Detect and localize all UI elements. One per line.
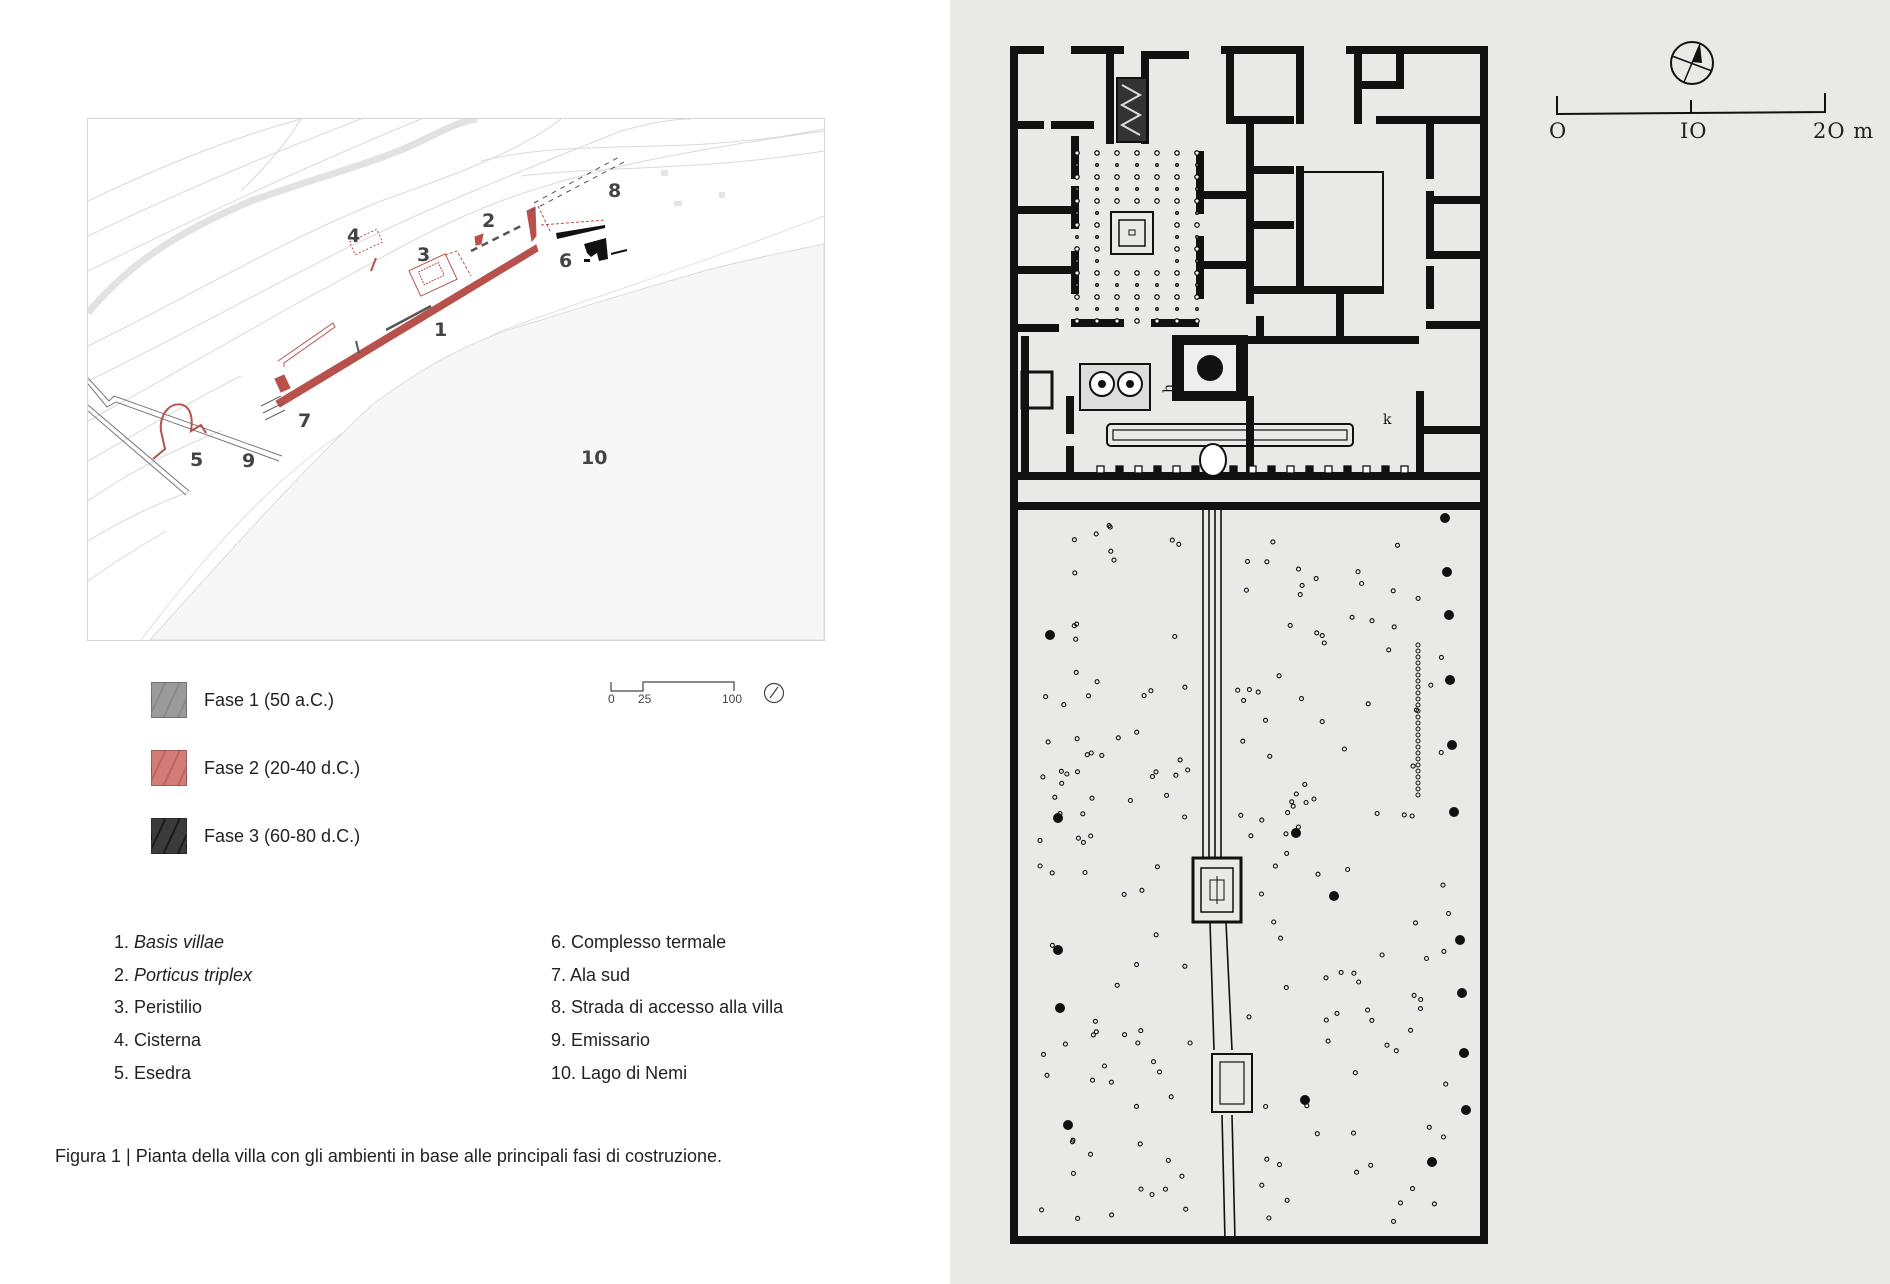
key-item: 1. Basis villae (114, 932, 225, 952)
legend-item-phase-2: Fase 2 (20-40 d.C.) (151, 749, 360, 787)
map-greyed-blocks (661, 170, 725, 206)
road-band (88, 119, 478, 316)
map-label-2: 2 (482, 210, 495, 232)
map-label-8: 8 (608, 180, 621, 202)
legend-label: Fase 2 (20-40 d.C.) (204, 757, 361, 778)
key-item: 7. Ala sud (551, 964, 631, 985)
key-list-left: 1. Basis villae 2. Porticus triplex 3. P… (114, 926, 252, 1090)
scale-tick-100: 100 (722, 692, 742, 706)
key-item: 2. Porticus triplex (114, 964, 253, 985)
map-scale-bar: 0 25 100 (608, 681, 785, 706)
lake (149, 243, 824, 640)
map-label-1: 1 (434, 319, 447, 341)
key-list-right: 6. Complesso termale 7. Ala sud 8. Strad… (551, 926, 783, 1090)
legend-label: Fase 3 (60-80 d.C.) (204, 825, 361, 846)
legend-item-phase-1: Fase 1 (50 a.C.) (151, 681, 334, 719)
esedra (152, 403, 207, 460)
map-label-10: 10 (581, 447, 607, 469)
key-item: 8. Strada di accesso alla villa (551, 997, 784, 1018)
key-item: 9. Emissario (551, 1030, 651, 1051)
site-map: 1 2 3 4 5 6 7 8 9 10 (87, 118, 825, 641)
map-label-6: 6 (559, 250, 572, 272)
key-item: 4. Cisterna (114, 1030, 202, 1051)
site-map-drawing: 1 2 3 4 5 6 7 8 9 10 (88, 119, 824, 640)
phase3-structures (556, 225, 628, 262)
plan-plate (950, 0, 1890, 1284)
key-item: 5. Esedra (114, 1062, 192, 1083)
map-label-3: 3 (417, 244, 430, 266)
map-label-9: 9 (242, 450, 255, 472)
legend-swatch-phase-3 (151, 818, 187, 854)
legend-item-phase-3: Fase 3 (60-80 d.C.) (151, 817, 360, 855)
figure-panel: 1 2 3 4 5 6 7 8 9 10 Fase 1 (50 a.C.) Fa… (55, 118, 825, 1166)
legend-swatch-phase-2 (151, 750, 187, 786)
key-item: 10. Lago di Nemi (551, 1062, 688, 1083)
map-label-4: 4 (347, 225, 360, 247)
contour-lines (88, 119, 824, 582)
legend-label: Fase 1 (50 a.C.) (204, 689, 335, 710)
figure-caption: Figura 1 | Pianta della villa con gli am… (55, 1146, 723, 1166)
emissario-channel (88, 377, 283, 496)
map-label-5: 5 (190, 449, 203, 471)
scale-tick-0: 0 (608, 692, 615, 706)
key-item: 6. Complesso termale (551, 932, 727, 952)
scale-tick-25: 25 (638, 692, 652, 706)
legend-swatch-phase-1 (151, 682, 187, 718)
phase2-structures (274, 205, 606, 408)
phase1-structures (260, 155, 627, 421)
map-label-7: 7 (298, 410, 311, 432)
key-item: 3. Peristilio (114, 997, 203, 1018)
north-arrow-icon (763, 682, 785, 704)
